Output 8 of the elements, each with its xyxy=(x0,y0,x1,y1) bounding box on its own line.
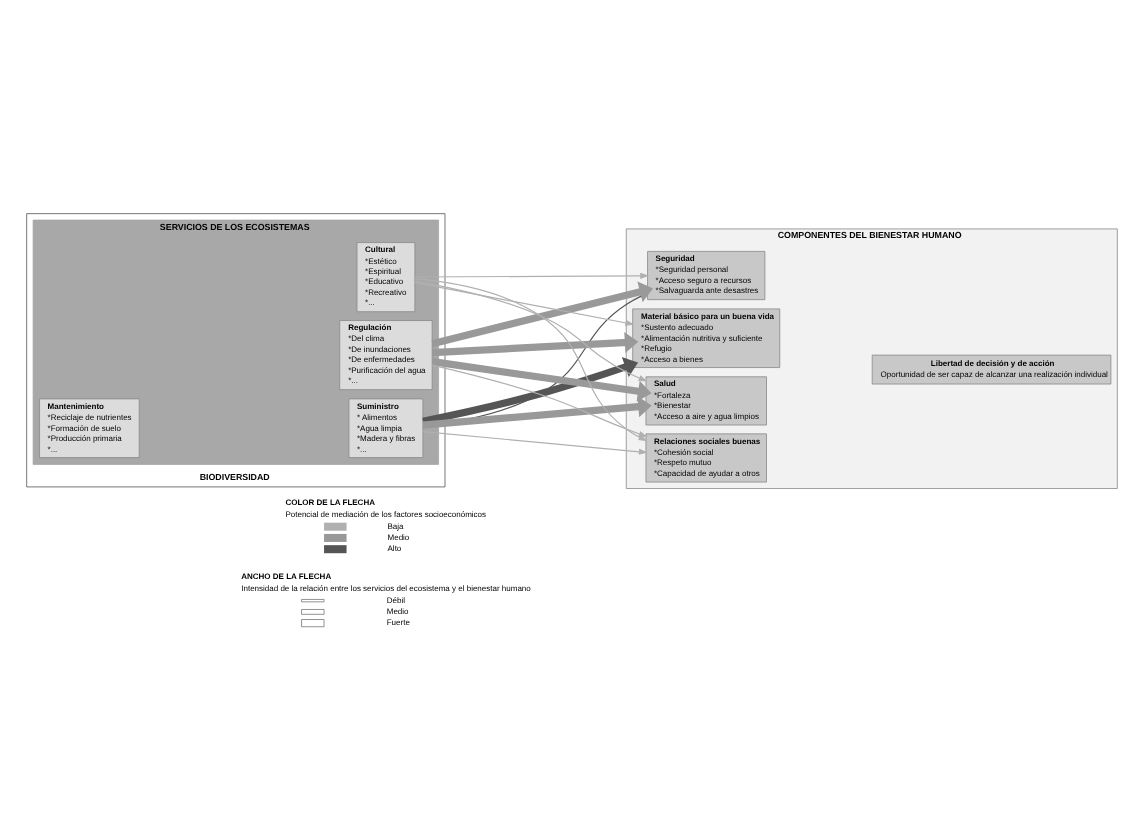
arrow xyxy=(422,396,652,429)
arrow xyxy=(414,281,635,326)
arrow xyxy=(432,331,639,357)
arrow xyxy=(414,272,650,279)
arrow xyxy=(431,358,652,402)
arrow xyxy=(422,356,639,425)
arrow xyxy=(431,364,648,438)
arrow xyxy=(422,431,648,455)
